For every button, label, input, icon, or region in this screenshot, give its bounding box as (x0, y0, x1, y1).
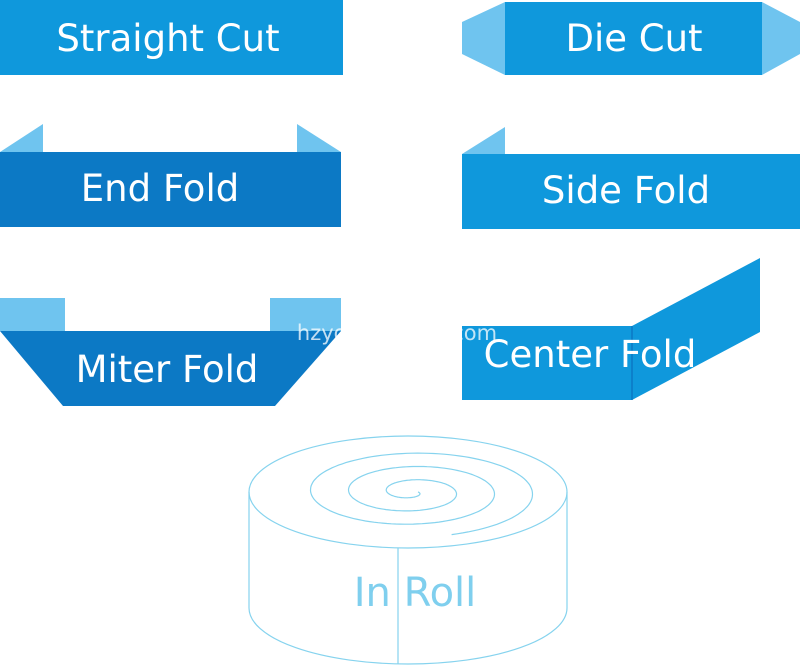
center-fold-back-panel (632, 258, 760, 400)
die-cut-text: Die Cut (565, 17, 702, 60)
center-fold-front-panel (462, 326, 632, 400)
miter-fold-strip (0, 331, 341, 406)
roll-bottom-curve (248, 607, 568, 665)
in-roll-text: In Roll (354, 570, 477, 616)
end-fold-label: End Fold (0, 124, 341, 227)
miter-fold-label: Miter Fold (0, 298, 341, 406)
straight-cut-strip (0, 0, 343, 75)
miter-fold-left-tab (0, 298, 65, 331)
die-cut-strip (505, 2, 762, 75)
side-fold-flap (462, 127, 505, 154)
roll-spiral (309, 452, 534, 536)
side-fold-text: Side Fold (542, 169, 710, 212)
in-roll-illustration (248, 435, 568, 665)
straight-cut-label: Straight Cut (0, 0, 343, 75)
end-fold-text: End Fold (81, 167, 239, 210)
side-fold-strip (462, 154, 800, 229)
end-fold-left-flap (0, 124, 43, 152)
die-cut-left-tab (462, 2, 505, 75)
die-cut-right-tab (762, 2, 800, 75)
center-fold-label: Center Fold (462, 258, 760, 400)
die-cut-label: Die Cut (462, 2, 800, 75)
center-fold-text: Center Fold (484, 333, 697, 376)
watermark: hzyonghua.en.com (297, 321, 497, 345)
side-fold-label: Side Fold (462, 127, 800, 229)
miter-fold-right-tab (270, 298, 341, 331)
miter-fold-text: Miter Fold (76, 348, 259, 391)
end-fold-strip (0, 152, 341, 227)
straight-cut-text: Straight Cut (56, 17, 279, 60)
end-fold-right-flap (297, 124, 341, 152)
